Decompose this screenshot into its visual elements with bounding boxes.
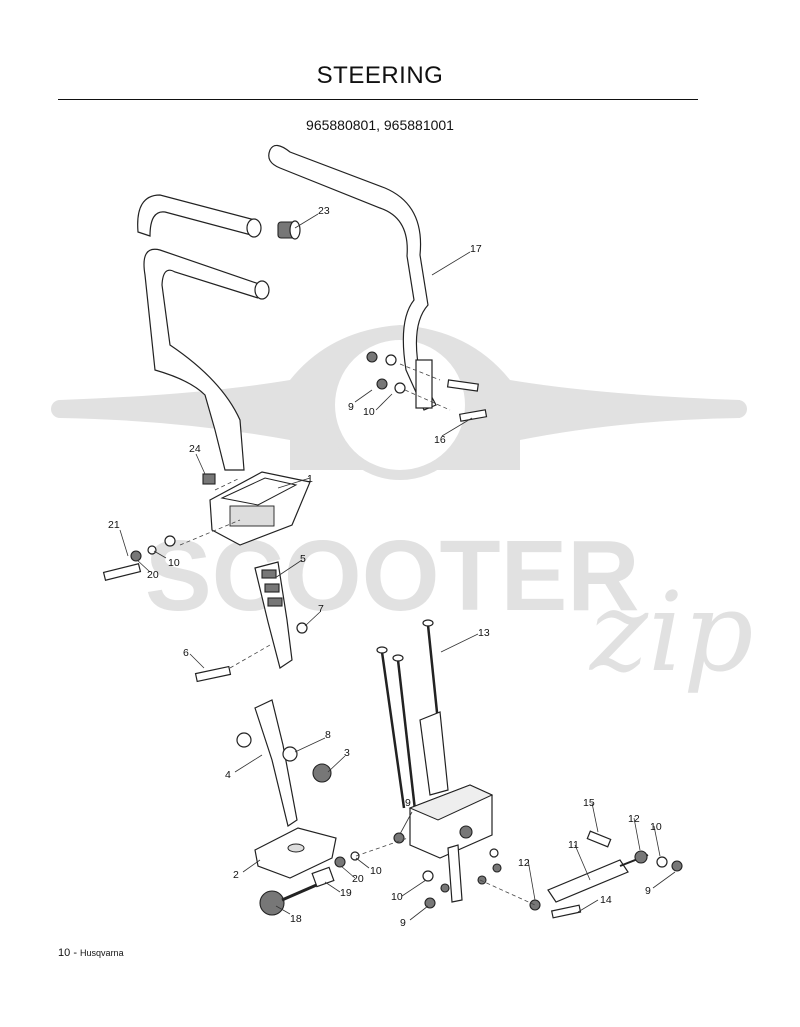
nut-small-b: [477, 875, 487, 885]
watermark-text: SCOOTER: [145, 520, 639, 632]
bolt-15: [586, 830, 612, 848]
lever-5: [254, 561, 293, 669]
nut-24: [202, 473, 216, 485]
base-2: [254, 827, 337, 879]
callout-13: 13: [478, 627, 490, 639]
handle-bar-left: [137, 194, 270, 471]
o-ring-8: [282, 746, 298, 762]
callout-6: 6: [183, 647, 189, 659]
callout-9-top: 9: [348, 401, 354, 413]
watermark-right-knob: [729, 400, 747, 418]
nut-9-mid: [393, 832, 405, 844]
callout-9-right: 9: [645, 885, 651, 897]
callout-4: 4: [225, 769, 231, 781]
bolt-16-lower: [458, 409, 488, 422]
nut-9-low: [424, 897, 436, 909]
page-footer: 10 - Husqvarna: [58, 947, 124, 959]
nut-20-upper: [130, 550, 142, 562]
callout-7: 7: [318, 603, 324, 615]
washer-10-mid: [422, 870, 434, 882]
nut-small-a: [440, 883, 450, 893]
callout-9-low: 9: [400, 917, 406, 929]
callout-18: 18: [290, 913, 302, 925]
callout-10-top: 10: [363, 406, 375, 418]
lever-control: [419, 711, 449, 796]
callout-15: 15: [583, 797, 595, 809]
model-numbers: 965880801, 965881001: [306, 117, 454, 133]
callout-14: 14: [600, 894, 612, 906]
watermark-left-knob: [51, 400, 69, 418]
washer-10-upper: [147, 545, 157, 555]
callout-11: 11: [568, 839, 579, 851]
callout-24: 24: [189, 443, 201, 455]
washer-10-right: [656, 856, 668, 868]
callout-20-upper: 20: [147, 569, 159, 581]
callout-12-right: 12: [628, 813, 640, 825]
callout-23: 23: [318, 205, 330, 217]
watermark-script: zip: [588, 568, 754, 696]
nut-12-left: [529, 899, 541, 911]
callout-8: 8: [325, 729, 331, 741]
bolt-21: [102, 563, 142, 581]
page-number: 10: [58, 947, 71, 959]
washer-7: [296, 622, 308, 634]
callout-10-right: 10: [650, 821, 662, 833]
damper-11: [547, 854, 649, 903]
nut-20-lower: [334, 856, 346, 868]
callout-1: 1: [307, 473, 313, 485]
control-housing: [408, 784, 494, 903]
callout-16: 16: [434, 434, 446, 446]
nut-9-top: [366, 351, 378, 363]
watermark-headlight: [325, 330, 475, 480]
washer-10-top-b: [394, 382, 406, 394]
cap-3: [312, 763, 332, 783]
nut-12-right: [634, 850, 648, 864]
washer-small-d: [489, 848, 499, 858]
lever-4: [236, 699, 298, 827]
bolt-16-upper: [446, 379, 479, 392]
bracket-1: [209, 471, 311, 546]
title-rule: [58, 99, 698, 100]
callout-10-upper: 10: [168, 557, 180, 569]
nut-9-right: [671, 860, 683, 872]
callout-10-lower: 10: [370, 865, 382, 877]
callout-3: 3: [344, 747, 350, 759]
spacer-19: [311, 866, 335, 888]
washer-10b-upper: [164, 535, 176, 547]
nut-small-c: [492, 863, 502, 873]
callout-2: 2: [233, 869, 239, 881]
bolt-14: [550, 904, 582, 919]
callout-19: 19: [340, 887, 352, 899]
callout-12-left: 12: [518, 857, 530, 869]
plug-23: [277, 220, 301, 240]
callout-17: 17: [470, 243, 482, 255]
scooterzip-watermark: SCOOTER zip: [51, 325, 754, 696]
callout-9-mid: 9: [405, 797, 411, 809]
callout-10-mid: 10: [391, 891, 403, 903]
washer-10-top: [385, 354, 397, 366]
nut-9-top-b: [376, 378, 388, 390]
footer-brand: Husqvarna: [80, 948, 124, 958]
callout-20-lower: 20: [352, 873, 364, 885]
callout-21: 21: [108, 519, 120, 531]
washer-10-lower: [350, 851, 360, 861]
page-title: STEERING: [316, 62, 444, 89]
footer-separator: -: [73, 947, 81, 959]
callout-5: 5: [300, 553, 306, 565]
bolt-6: [194, 665, 232, 683]
